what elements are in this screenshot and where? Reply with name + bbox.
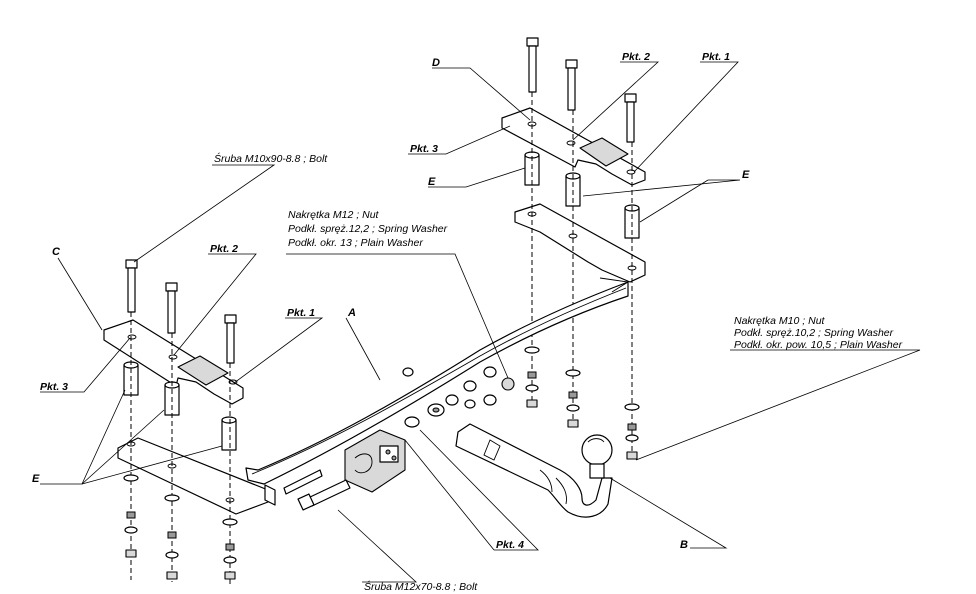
label-m12-plain: Podkł. okr. 13 ; Plain Washer xyxy=(288,237,423,249)
label-m10-nut: Nakrętka M10 ; Nut xyxy=(734,315,826,327)
labels: A B C D E E E Pkt. 2 Pkt. 1 Pkt. 3 Pkt. … xyxy=(32,51,903,593)
label-e-right: E xyxy=(742,169,750,181)
label-a: A xyxy=(347,307,356,319)
left-bracket-assembly xyxy=(103,259,269,586)
label-pkt3-right: Pkt. 3 xyxy=(410,143,438,155)
right-fasteners xyxy=(524,346,640,460)
leader-lines xyxy=(40,61,921,583)
label-pkt4: Pkt. 4 xyxy=(496,539,524,551)
ball-hitch-b xyxy=(455,423,613,518)
spacer-left-3 xyxy=(221,416,237,451)
label-pkt1-right: Pkt. 1 xyxy=(702,51,730,63)
label-d: D xyxy=(432,57,440,69)
label-pkt3-left: Pkt. 3 xyxy=(40,381,68,393)
upper-crossbar-plate xyxy=(514,203,646,283)
bolt-right-3 xyxy=(624,93,637,143)
socket-plate xyxy=(344,429,406,493)
bolt-m12 xyxy=(283,469,351,511)
label-pkt2-left: Pkt. 2 xyxy=(210,243,238,255)
right-bracket-assembly xyxy=(501,37,646,460)
bolt-left-2 xyxy=(165,282,178,334)
label-m10-spring: Podkł. spręż.10,2 ; Spring Washer xyxy=(734,327,894,339)
label-m12-nut: Nakrętka M12 ; Nut xyxy=(288,209,380,221)
label-pkt1-left: Pkt. 1 xyxy=(287,307,315,319)
center-fasteners xyxy=(402,366,515,428)
bottom-plate-left xyxy=(117,437,269,515)
bolt-left-1 xyxy=(125,259,138,313)
label-m10-plain: Podkł. okr. pow. 10,5 ; Plain Washer xyxy=(734,339,903,351)
label-m12-spring: Podkł. spręż.12,2 ; Spring Washer xyxy=(288,223,448,235)
left-fasteners xyxy=(123,474,238,580)
label-bolt-m10: Śruba M10x90-8.8 ; Bolt xyxy=(214,152,328,165)
label-e-left: E xyxy=(32,473,40,485)
main-beam-a xyxy=(245,277,630,506)
label-b: B xyxy=(680,539,688,551)
label-e-top: E xyxy=(428,176,436,188)
bolt-left-3 xyxy=(224,314,237,364)
label-pkt2-right: Pkt. 2 xyxy=(622,51,650,63)
label-c: C xyxy=(52,246,61,258)
bolt-right-2 xyxy=(565,59,578,111)
label-bolt-m12: Śruba M12x70-8.8 ; Bolt xyxy=(364,580,478,593)
bolt-right-1 xyxy=(526,37,539,93)
